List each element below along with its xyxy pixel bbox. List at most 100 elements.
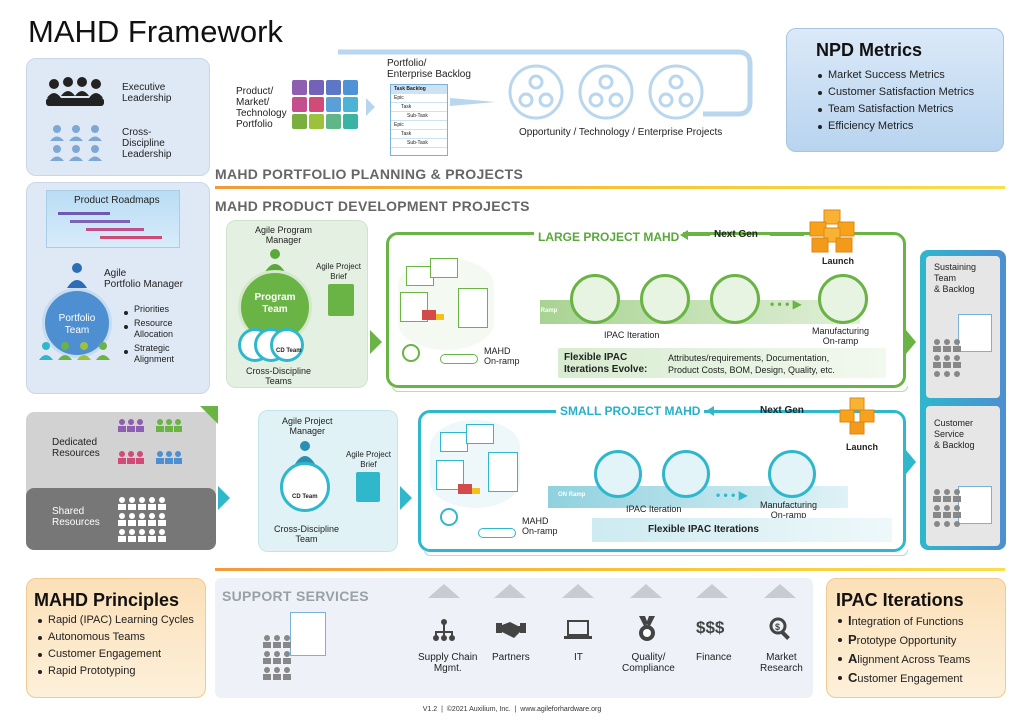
program-manager-icon	[265, 249, 285, 272]
backlog-item: Sub-Task	[391, 112, 447, 121]
shared-resources-label: Shared Resources	[52, 506, 100, 528]
flexible-iterations-detail: Attributes/requirements, Documentation, …	[668, 353, 835, 375]
flexible-iterations-banner	[558, 348, 886, 378]
product-roadmaps-label: Product Roadmaps	[74, 195, 160, 206]
program-team-label: Program Team	[254, 292, 296, 315]
next-gen-line	[810, 410, 840, 412]
support-services-title: SUPPORT SERVICES	[222, 588, 369, 604]
customer-backlog	[958, 486, 992, 524]
roadmap-bar	[58, 212, 110, 215]
principle-item: Rapid Prototyping	[36, 663, 194, 680]
arrow-right-icon	[906, 330, 916, 354]
launch-cubes-icon	[839, 397, 875, 435]
next-gen-label: Next Gen	[714, 229, 758, 240]
roadmap-bar	[70, 220, 130, 223]
portfolio-manager-icon	[67, 263, 87, 288]
backlog-item: Epic	[391, 121, 447, 130]
portfolio-cell	[309, 80, 324, 95]
principle-item: Autonomous Teams	[36, 629, 194, 646]
portfolio-section-title: MAHD PORTFOLIO PLANNING & PROJECTS	[215, 166, 524, 182]
customer-service-label: Customer Service & Backlog	[934, 418, 975, 450]
mahd-onramp-label: MAHD On-ramp	[484, 346, 520, 366]
small-project-shadow	[424, 550, 908, 556]
dedicated-resources-icon	[118, 419, 182, 464]
roadmap-bar	[86, 228, 144, 231]
cd-team-tag: CD Team	[276, 348, 302, 354]
ipac-iterations-title: IPAC Iterations	[836, 590, 964, 610]
resource-arrow-icon	[218, 486, 230, 510]
support-service-label: Partners	[492, 652, 530, 663]
arrow-right-icon	[400, 486, 412, 510]
onramp-team-bar	[478, 528, 516, 538]
backlog-item: Task	[391, 103, 447, 112]
network-icon	[433, 619, 455, 641]
portfolio-cell	[326, 80, 341, 95]
manufacturing-gear	[768, 450, 816, 498]
sustaining-team-icon	[933, 339, 961, 377]
support-service-label: IT	[574, 652, 583, 663]
onramp-doc	[440, 432, 468, 452]
arrow-right-icon	[370, 330, 382, 354]
large-project-title: LARGE PROJECT MAHD	[534, 230, 684, 244]
portfolio-cell	[292, 114, 307, 129]
on-ramp-tag: ON Ramp	[530, 308, 558, 314]
opportunity-projects-label: Opportunity / Technology / Enterprise Pr…	[519, 127, 723, 138]
ipac-iteration-gear	[594, 450, 642, 498]
large-project-shadow	[392, 386, 908, 392]
customer-team-icon	[933, 489, 961, 527]
ipac-item-initial: C	[848, 670, 858, 685]
portfolio-cell	[326, 97, 341, 112]
handshake-icon	[496, 622, 526, 638]
small-project-brief-label: Agile Project Brief	[346, 450, 391, 469]
npd-metrics-panel	[786, 28, 1004, 152]
ipac-item-initial: P	[848, 632, 857, 647]
cd-team-tag: CD Team	[292, 494, 318, 500]
up-triangle-icon	[630, 584, 662, 598]
ipac-iteration-label: IPAC Iteration	[604, 330, 660, 340]
ellipsis-dots: • • • ▶	[770, 297, 802, 311]
page-title: MAHD Framework	[28, 14, 283, 49]
onramp-doc	[458, 288, 488, 328]
principles-list: Rapid (IPAC) Learning Cycles Autonomous …	[36, 612, 194, 680]
support-team-icon	[263, 635, 291, 680]
magnifier-icon: $	[769, 617, 790, 640]
arrow-right-icon	[906, 450, 916, 474]
duty-item: Priorities	[122, 304, 174, 315]
ipac-item-text: rototype Opportunity	[856, 635, 957, 647]
onramp-chart-icon	[436, 314, 444, 320]
cd-team-circle	[280, 462, 330, 512]
cross-discipline-leadership-icon	[50, 125, 102, 161]
portfolio-cell	[292, 80, 307, 95]
ipac-item: Prototype Opportunity	[836, 631, 970, 650]
svg-text:$: $	[775, 622, 780, 632]
support-service-label: Market Research	[760, 652, 803, 674]
portfolio-manager-duties: Priorities Resource Allocation Strategic…	[122, 304, 174, 365]
flexible-iterations-label: Flexible IPAC Iterations	[648, 524, 759, 535]
ellipsis-dots: • • • ▶	[716, 488, 748, 502]
support-service-label: Supply Chain Mgmt.	[418, 652, 478, 674]
up-triangle-icon	[428, 584, 460, 598]
principles-title: MAHD Principles	[34, 590, 180, 610]
on-ramp-tag: ON Ramp	[558, 492, 586, 498]
next-gen-arrow-icon	[684, 234, 710, 236]
portfolio-cell	[292, 97, 307, 112]
arrow-right-icon	[366, 98, 375, 116]
next-gen-line	[770, 234, 804, 236]
cd-team-circle	[270, 328, 304, 362]
onramp-chart-icon	[472, 488, 480, 494]
laptop-icon	[564, 620, 592, 639]
ipac-item-initial: A	[848, 651, 858, 666]
npd-metric-item: Efficiency Metrics	[816, 118, 974, 135]
portfolio-cell	[343, 97, 358, 112]
principle-item: Rapid (IPAC) Learning Cycles	[36, 612, 194, 629]
npd-metric-item: Market Success Metrics	[816, 67, 974, 84]
launch-label: Launch	[846, 442, 879, 452]
medal-icon	[639, 616, 655, 641]
up-triangle-icon	[696, 584, 728, 598]
ipac-iteration-gear	[570, 274, 620, 324]
ipac-item-initial: I	[848, 613, 852, 628]
flexible-iterations-banner	[592, 518, 892, 542]
support-backlog	[290, 612, 326, 656]
leadership-panel	[26, 58, 210, 176]
backlog-item: Task	[391, 130, 447, 139]
